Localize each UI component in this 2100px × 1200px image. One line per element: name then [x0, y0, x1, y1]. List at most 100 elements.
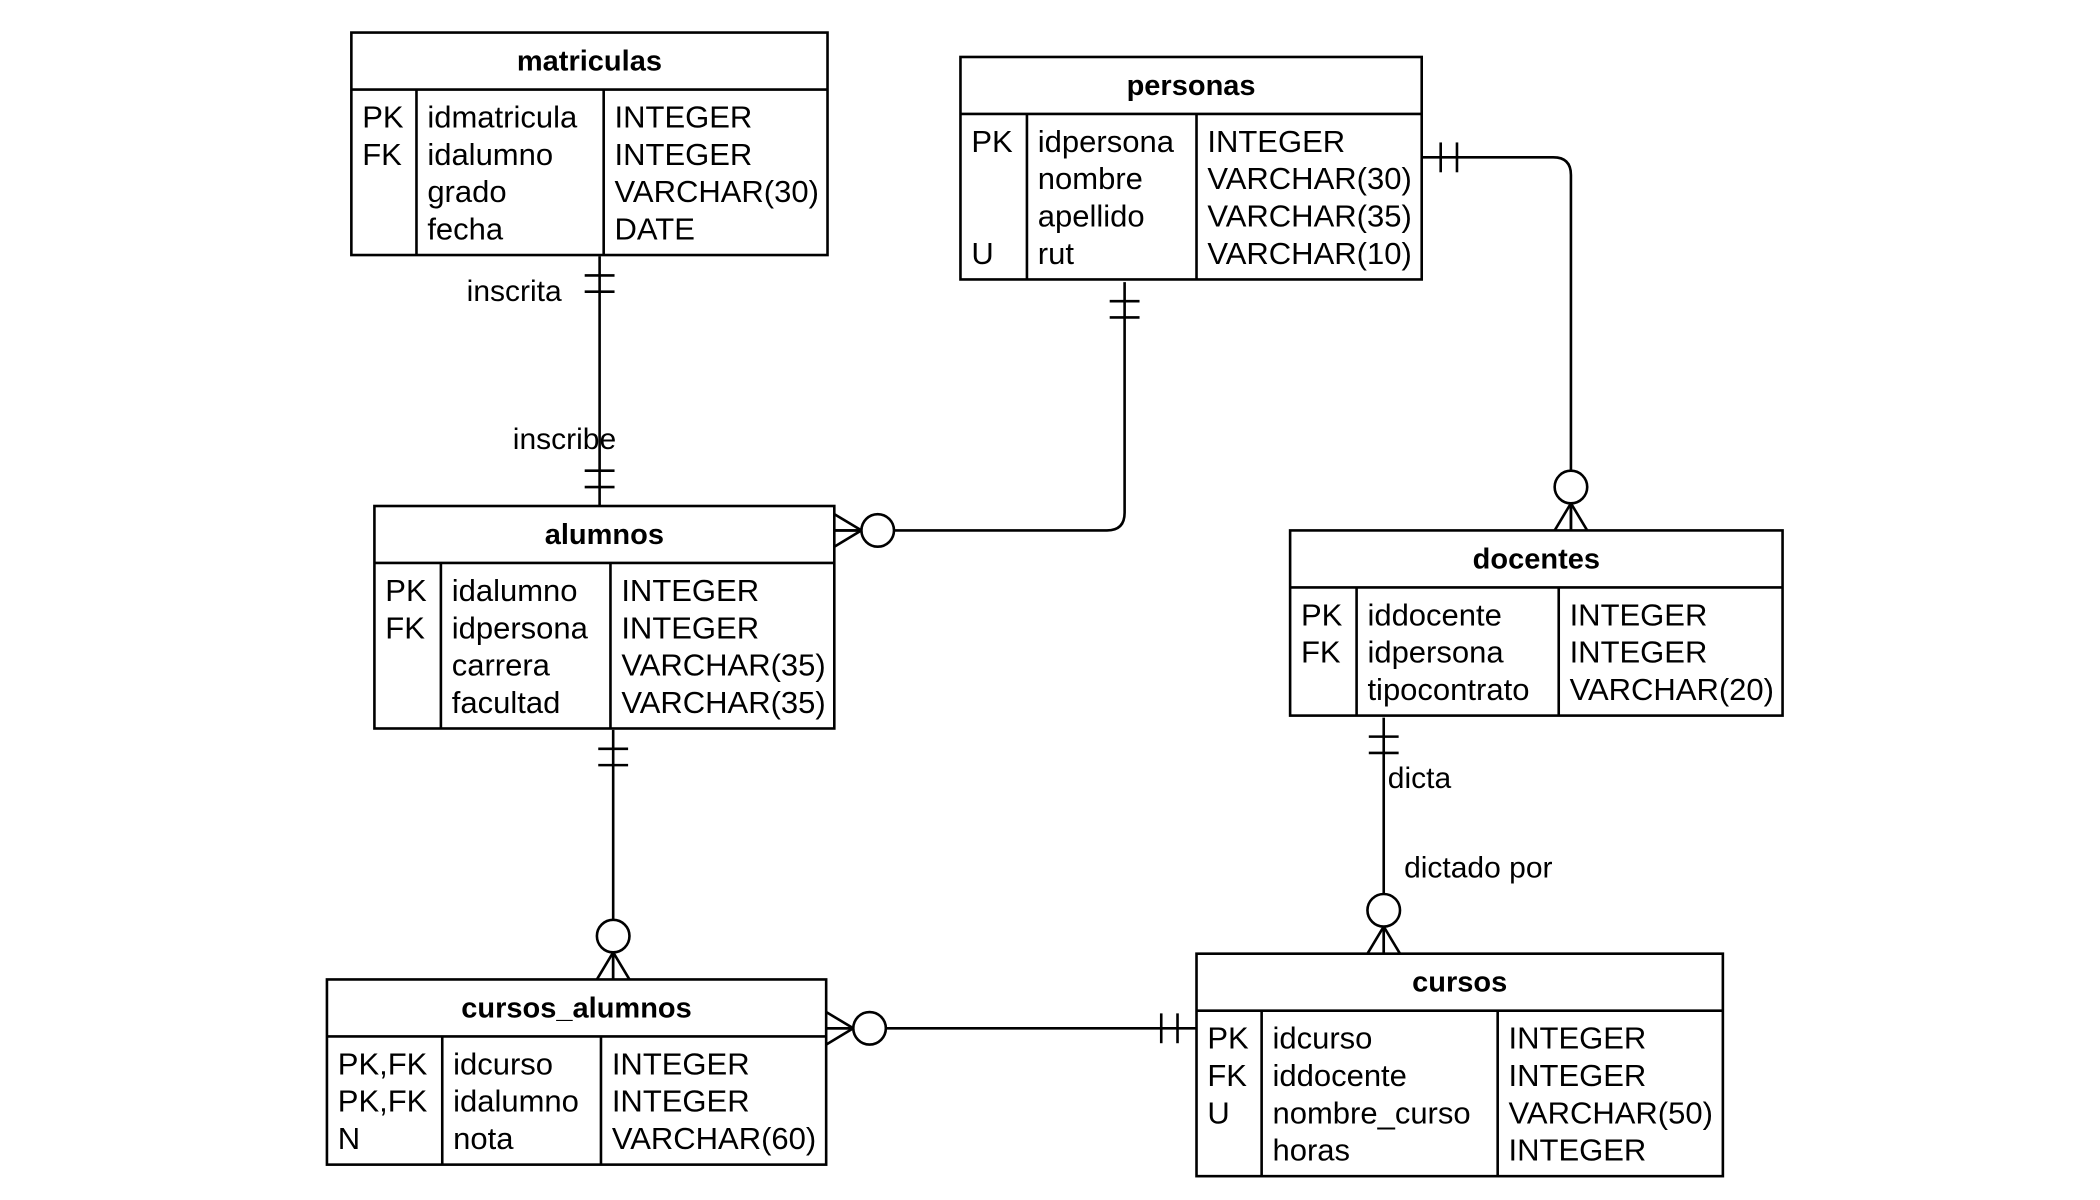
table-title: cursos_alumnos — [461, 992, 691, 1024]
cardinality-alumnos-cursos-alumnos — [595, 747, 631, 981]
row-key: PK — [1207, 1021, 1249, 1056]
relationship-label: dicta — [1388, 762, 1452, 795]
row-column-name: tipocontrato — [1367, 672, 1529, 707]
row-data-type: INTEGER — [1509, 1058, 1647, 1093]
cardinality-personas-alumnos — [833, 299, 1140, 549]
row-column-name: idcurso — [1272, 1021, 1372, 1056]
crows-foot-mark — [833, 513, 863, 532]
row-column-name: idcurso — [453, 1046, 553, 1081]
row-data-type: INTEGER — [1509, 1021, 1647, 1056]
row-data-type: INTEGER — [615, 100, 753, 135]
row-data-type: VARCHAR(50) — [1509, 1095, 1713, 1130]
row-data-type: INTEGER — [615, 137, 753, 172]
row-column-name: grado — [427, 174, 506, 209]
row-data-type: VARCHAR(60) — [612, 1121, 816, 1156]
crows-foot-mark — [833, 529, 863, 548]
row-key: PK — [971, 124, 1013, 159]
row-key: FK — [362, 137, 402, 172]
row-data-type: INTEGER — [612, 1046, 750, 1081]
crows-foot-mark — [825, 1027, 854, 1046]
relationship-label: inscribe — [513, 423, 616, 456]
row-key: U — [971, 236, 993, 271]
row-column-name: apellido — [1038, 199, 1145, 234]
table-box — [1288, 529, 1784, 717]
crows-foot-mark — [1382, 925, 1402, 955]
row-key: FK — [385, 610, 425, 645]
table-row[interactable]: facultad VARCHAR(35) — [452, 685, 826, 720]
row-key: PK — [1301, 597, 1343, 632]
table-box — [1195, 952, 1725, 1178]
row-key: FK — [1301, 635, 1341, 670]
table-row[interactable]: PK idcurso INTEGER — [1207, 1021, 1646, 1056]
relationship-label: inscrita — [467, 275, 562, 308]
row-data-type: INTEGER — [1570, 635, 1708, 670]
relationships-layer — [598, 156, 1573, 1030]
row-column-name: idalumno — [427, 137, 553, 172]
row-column-name: idpersona — [1367, 635, 1504, 670]
table-row[interactable]: tipocontrato VARCHAR(20) — [1367, 672, 1774, 707]
table-row[interactable]: FK idpersona INTEGER — [1301, 635, 1707, 670]
crows-foot-mark — [1366, 925, 1385, 955]
row-column-name: fecha — [427, 211, 504, 246]
row-data-type: VARCHAR(20) — [1570, 672, 1774, 707]
cardinality-cursos-cursos-alumnos — [825, 1010, 1179, 1046]
row-column-name: iddocente — [1272, 1058, 1406, 1093]
table-row[interactable]: PK,FK idalumno INTEGER — [338, 1084, 750, 1119]
row-column-name: idpersona — [1038, 124, 1175, 159]
row-data-type: VARCHAR(30) — [615, 174, 819, 209]
crows-foot-mark — [595, 951, 615, 981]
row-column-name: idpersona — [452, 610, 589, 645]
table-row[interactable]: fecha DATE — [427, 211, 695, 246]
row-data-type: VARCHAR(35) — [621, 685, 825, 720]
table-title: cursos — [1412, 967, 1507, 999]
table-row[interactable]: grado VARCHAR(30) — [427, 174, 819, 209]
relationship-personas-docentes[interactable] — [1421, 156, 1573, 531]
cardinality-personas-docentes — [1439, 142, 1589, 532]
row-data-type: INTEGER — [1570, 597, 1708, 632]
cardinality-matriculas-alumnos — [584, 274, 615, 489]
row-data-type: INTEGER — [621, 610, 759, 645]
table-row[interactable]: FK idalumno INTEGER — [362, 137, 752, 172]
table-row[interactable]: FK idpersona INTEGER — [385, 610, 759, 645]
row-key: PK,FK — [338, 1084, 428, 1119]
crows-foot-mark — [825, 1010, 854, 1030]
crows-foot-mark — [612, 951, 631, 981]
row-data-type: INTEGER — [612, 1084, 750, 1119]
zero-circle-mark — [595, 918, 631, 954]
row-column-name: idalumno — [453, 1084, 579, 1119]
crows-foot-mark — [1553, 502, 1573, 532]
relationship-personas-alumnos[interactable] — [834, 282, 1126, 532]
row-column-name: rut — [1038, 236, 1075, 271]
row-column-name: facultad — [452, 685, 561, 720]
row-data-type: INTEGER — [1509, 1133, 1647, 1168]
table-title: docentes — [1473, 543, 1600, 575]
crows-foot-mark — [1569, 502, 1589, 532]
row-column-name: nota — [453, 1121, 514, 1156]
row-key: U — [1207, 1095, 1229, 1130]
table-title: personas — [1127, 70, 1256, 102]
cardinality-marks-layer — [584, 142, 1589, 1046]
row-data-type: DATE — [615, 211, 695, 246]
